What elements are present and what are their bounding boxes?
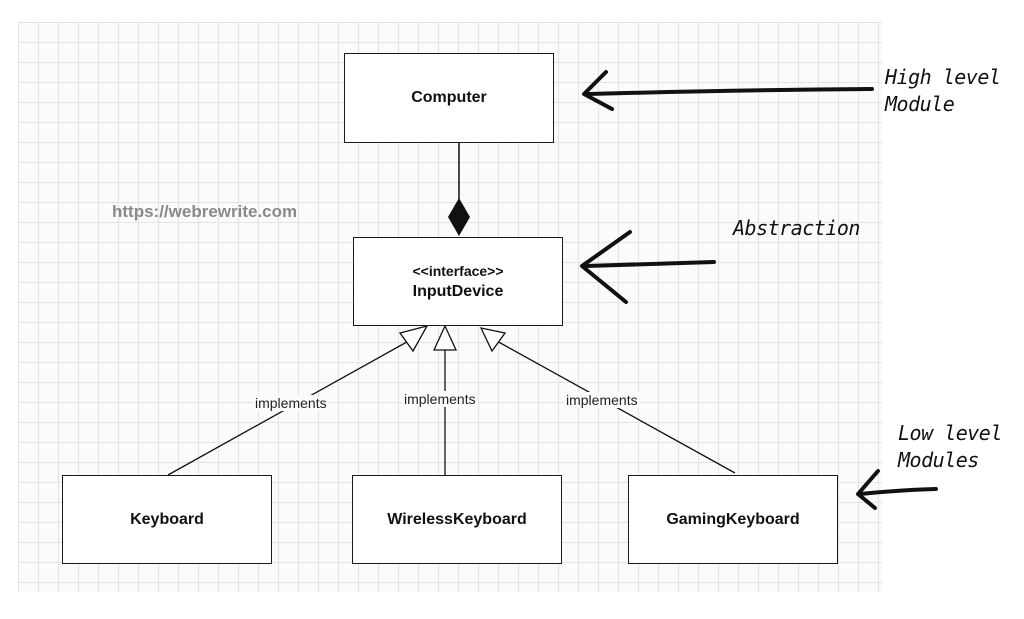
low-level-modules-annotation: Low level Modules <box>898 420 1002 474</box>
arrow-to-computer <box>582 70 874 111</box>
high-level-module-annotation: High level Module <box>885 64 1001 118</box>
watermark-url: https://webrewrite.com <box>112 202 298 221</box>
implements-arrowhead-gaming <box>479 327 507 353</box>
keyboard-class-name: Keyboard <box>130 510 204 528</box>
gaming-keyboard-class-name: GamingKeyboard <box>666 510 800 528</box>
interface-stereotype: <<interface>> <box>412 262 504 279</box>
implements-arrowhead-keyboard <box>398 324 429 353</box>
composition-diamond <box>448 198 470 236</box>
input-device-interface-box: <<interface>> InputDevice <box>353 237 563 326</box>
implements-label-wireless: implements <box>402 391 478 407</box>
high-level-line-1: High level <box>885 65 1001 89</box>
wireless-keyboard-class-box: WirelessKeyboard <box>352 475 562 564</box>
low-level-line-1: Low level <box>898 421 1002 445</box>
gaming-keyboard-class-box: GamingKeyboard <box>628 475 838 564</box>
computer-class-name: Computer <box>411 89 487 106</box>
arrow-to-low-level <box>856 469 938 510</box>
implements-label-gaming: implements <box>564 392 640 408</box>
abstraction-annotation: Abstraction <box>733 216 860 240</box>
computer-class-box: Computer <box>344 53 554 143</box>
wireless-keyboard-class-name: WirelessKeyboard <box>387 510 527 528</box>
arrow-to-interface <box>580 230 716 304</box>
keyboard-class-box: Keyboard <box>62 475 272 564</box>
input-device-class-name: InputDevice <box>412 282 504 300</box>
high-level-line-2: Module <box>885 92 955 116</box>
low-level-line-2: Modules <box>898 448 979 472</box>
implements-arrowhead-wireless <box>432 324 458 351</box>
implements-label-keyboard: implements <box>253 395 329 411</box>
